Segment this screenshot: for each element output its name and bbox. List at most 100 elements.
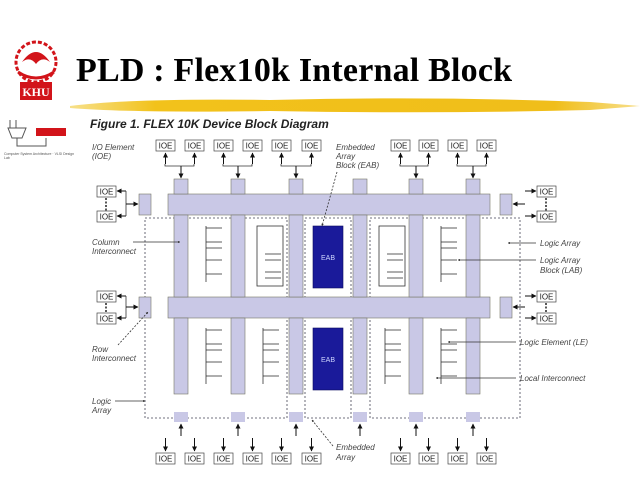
logo-text: KHU	[22, 85, 50, 99]
row-interconnect	[167, 296, 491, 319]
ioe-label: IOE	[159, 142, 173, 151]
logic-array-block	[262, 328, 279, 384]
column-interconnect	[408, 317, 424, 395]
io-elements: IOE IOE IOE IOE IOE IOE IOE IOE IOE IOE IOE IOE IOE I…	[96, 139, 557, 465]
label-logic-element: Logic Element (LE)	[520, 338, 588, 347]
ioe-label: IOE	[451, 142, 465, 151]
ioe-label: IOE	[422, 455, 436, 464]
row-interconnect	[167, 193, 491, 216]
logic-array-block	[205, 226, 222, 282]
ioe-top: IOE	[476, 139, 497, 152]
ioe-label: IOE	[540, 315, 554, 324]
ioe-bottom: IOE	[418, 452, 439, 465]
ioe-bottom: IOE	[242, 452, 263, 465]
ioe-box	[390, 452, 411, 465]
ioe-label: IOE	[451, 455, 465, 464]
label-local-interconnect: Local Interconnect	[520, 374, 586, 383]
ioe-top: IOE	[184, 139, 205, 152]
lab-logo: Computer System Architecture · VLSI Desi…	[4, 112, 74, 168]
ioe-label: IOE	[188, 142, 202, 151]
column-stub-bottom	[231, 412, 245, 422]
ioe-box	[536, 290, 557, 303]
ioe-merge-line	[456, 164, 487, 167]
ioe-merge-line	[164, 164, 195, 167]
ioe-right: IOE	[536, 312, 557, 325]
label-eab-3: Block (EAB)	[336, 161, 379, 170]
ioe-top: IOE	[301, 139, 322, 152]
ioe-top: IOE	[418, 139, 439, 152]
ioe-label: IOE	[540, 293, 554, 302]
ioe-label: IOE	[217, 455, 231, 464]
ioe-label: IOE	[100, 293, 114, 302]
ioe-top: IOE	[447, 139, 468, 152]
ioe-box	[301, 139, 322, 152]
column-stub-bottom	[174, 412, 188, 422]
khu-logo: KHU	[8, 38, 64, 104]
ioe-box	[447, 452, 468, 465]
label-logic-array-left-1: Logic	[92, 397, 111, 406]
ioe-left: IOE	[96, 185, 117, 198]
ioe-label: IOE	[100, 213, 114, 222]
eab-label: EAB	[321, 357, 335, 364]
ioe-bottom: IOE	[447, 452, 468, 465]
label-column-1: Column	[92, 238, 120, 247]
ioe-bottom: IOE	[390, 452, 411, 465]
label-io-element: I/O Element	[92, 143, 135, 152]
column-stub-top	[465, 178, 481, 195]
lab-outline	[256, 225, 284, 287]
ioe-box	[155, 452, 176, 465]
ioe-right: IOE	[536, 290, 557, 303]
ioe-box	[213, 452, 234, 465]
label-column-2: Interconnect	[92, 247, 137, 256]
logic-array-block	[378, 225, 406, 287]
ioe-merge-line	[222, 164, 253, 167]
lab-outline	[378, 225, 406, 287]
ioe-bottom: IOE	[155, 452, 176, 465]
figure-title: Figure 1. FLEX 10K Device Block Diagram	[90, 117, 329, 131]
ioe-box	[390, 139, 411, 152]
logic-array-block	[256, 225, 284, 287]
row-stub-right	[499, 296, 513, 319]
label-row-1: Row	[92, 345, 109, 354]
logic-array-block	[384, 328, 401, 384]
title-underline	[70, 98, 640, 113]
column-interconnect	[465, 317, 481, 395]
label-eab-2: Array	[335, 152, 356, 161]
ioe-bottom: IOE	[476, 452, 497, 465]
ioe-box	[213, 139, 234, 152]
ioe-box	[418, 139, 439, 152]
ioe-label: IOE	[480, 142, 494, 151]
column-interconnect	[465, 214, 481, 298]
ioe-top: IOE	[213, 139, 234, 152]
logic-array-block	[440, 226, 457, 282]
ioe-label: IOE	[480, 455, 494, 464]
ioe-label: IOE	[188, 455, 202, 464]
ioe-box	[476, 452, 497, 465]
ioe-label: IOE	[540, 188, 554, 197]
label-logic-array-left-2: Array	[91, 406, 112, 415]
label-eab-1: Embedded	[336, 143, 375, 152]
column-stub-top	[408, 178, 424, 195]
ioe-label: IOE	[305, 142, 319, 151]
eab-block	[312, 327, 344, 391]
ioe-box	[96, 185, 117, 198]
lab-logo-caption: Computer System Architecture · VLSI Desi…	[4, 152, 75, 160]
ioe-label: IOE	[217, 142, 231, 151]
column-stub-top	[288, 178, 304, 195]
ioe-top: IOE	[155, 139, 176, 152]
ioe-box	[96, 312, 117, 325]
label-embedded-array-2: Array	[335, 453, 356, 462]
label-logic-array-right: Logic Array	[540, 239, 581, 248]
ioe-box	[155, 139, 176, 152]
ioe-label: IOE	[100, 188, 114, 197]
column-stub-top	[173, 178, 189, 195]
column-interconnect	[288, 214, 304, 298]
ioe-label: IOE	[275, 142, 289, 151]
ioe-box	[536, 210, 557, 223]
ioe-bottom: IOE	[213, 452, 234, 465]
eab-block	[312, 225, 344, 289]
ioe-left: IOE	[96, 290, 117, 303]
label-lab-2: Block (LAB)	[540, 266, 583, 275]
